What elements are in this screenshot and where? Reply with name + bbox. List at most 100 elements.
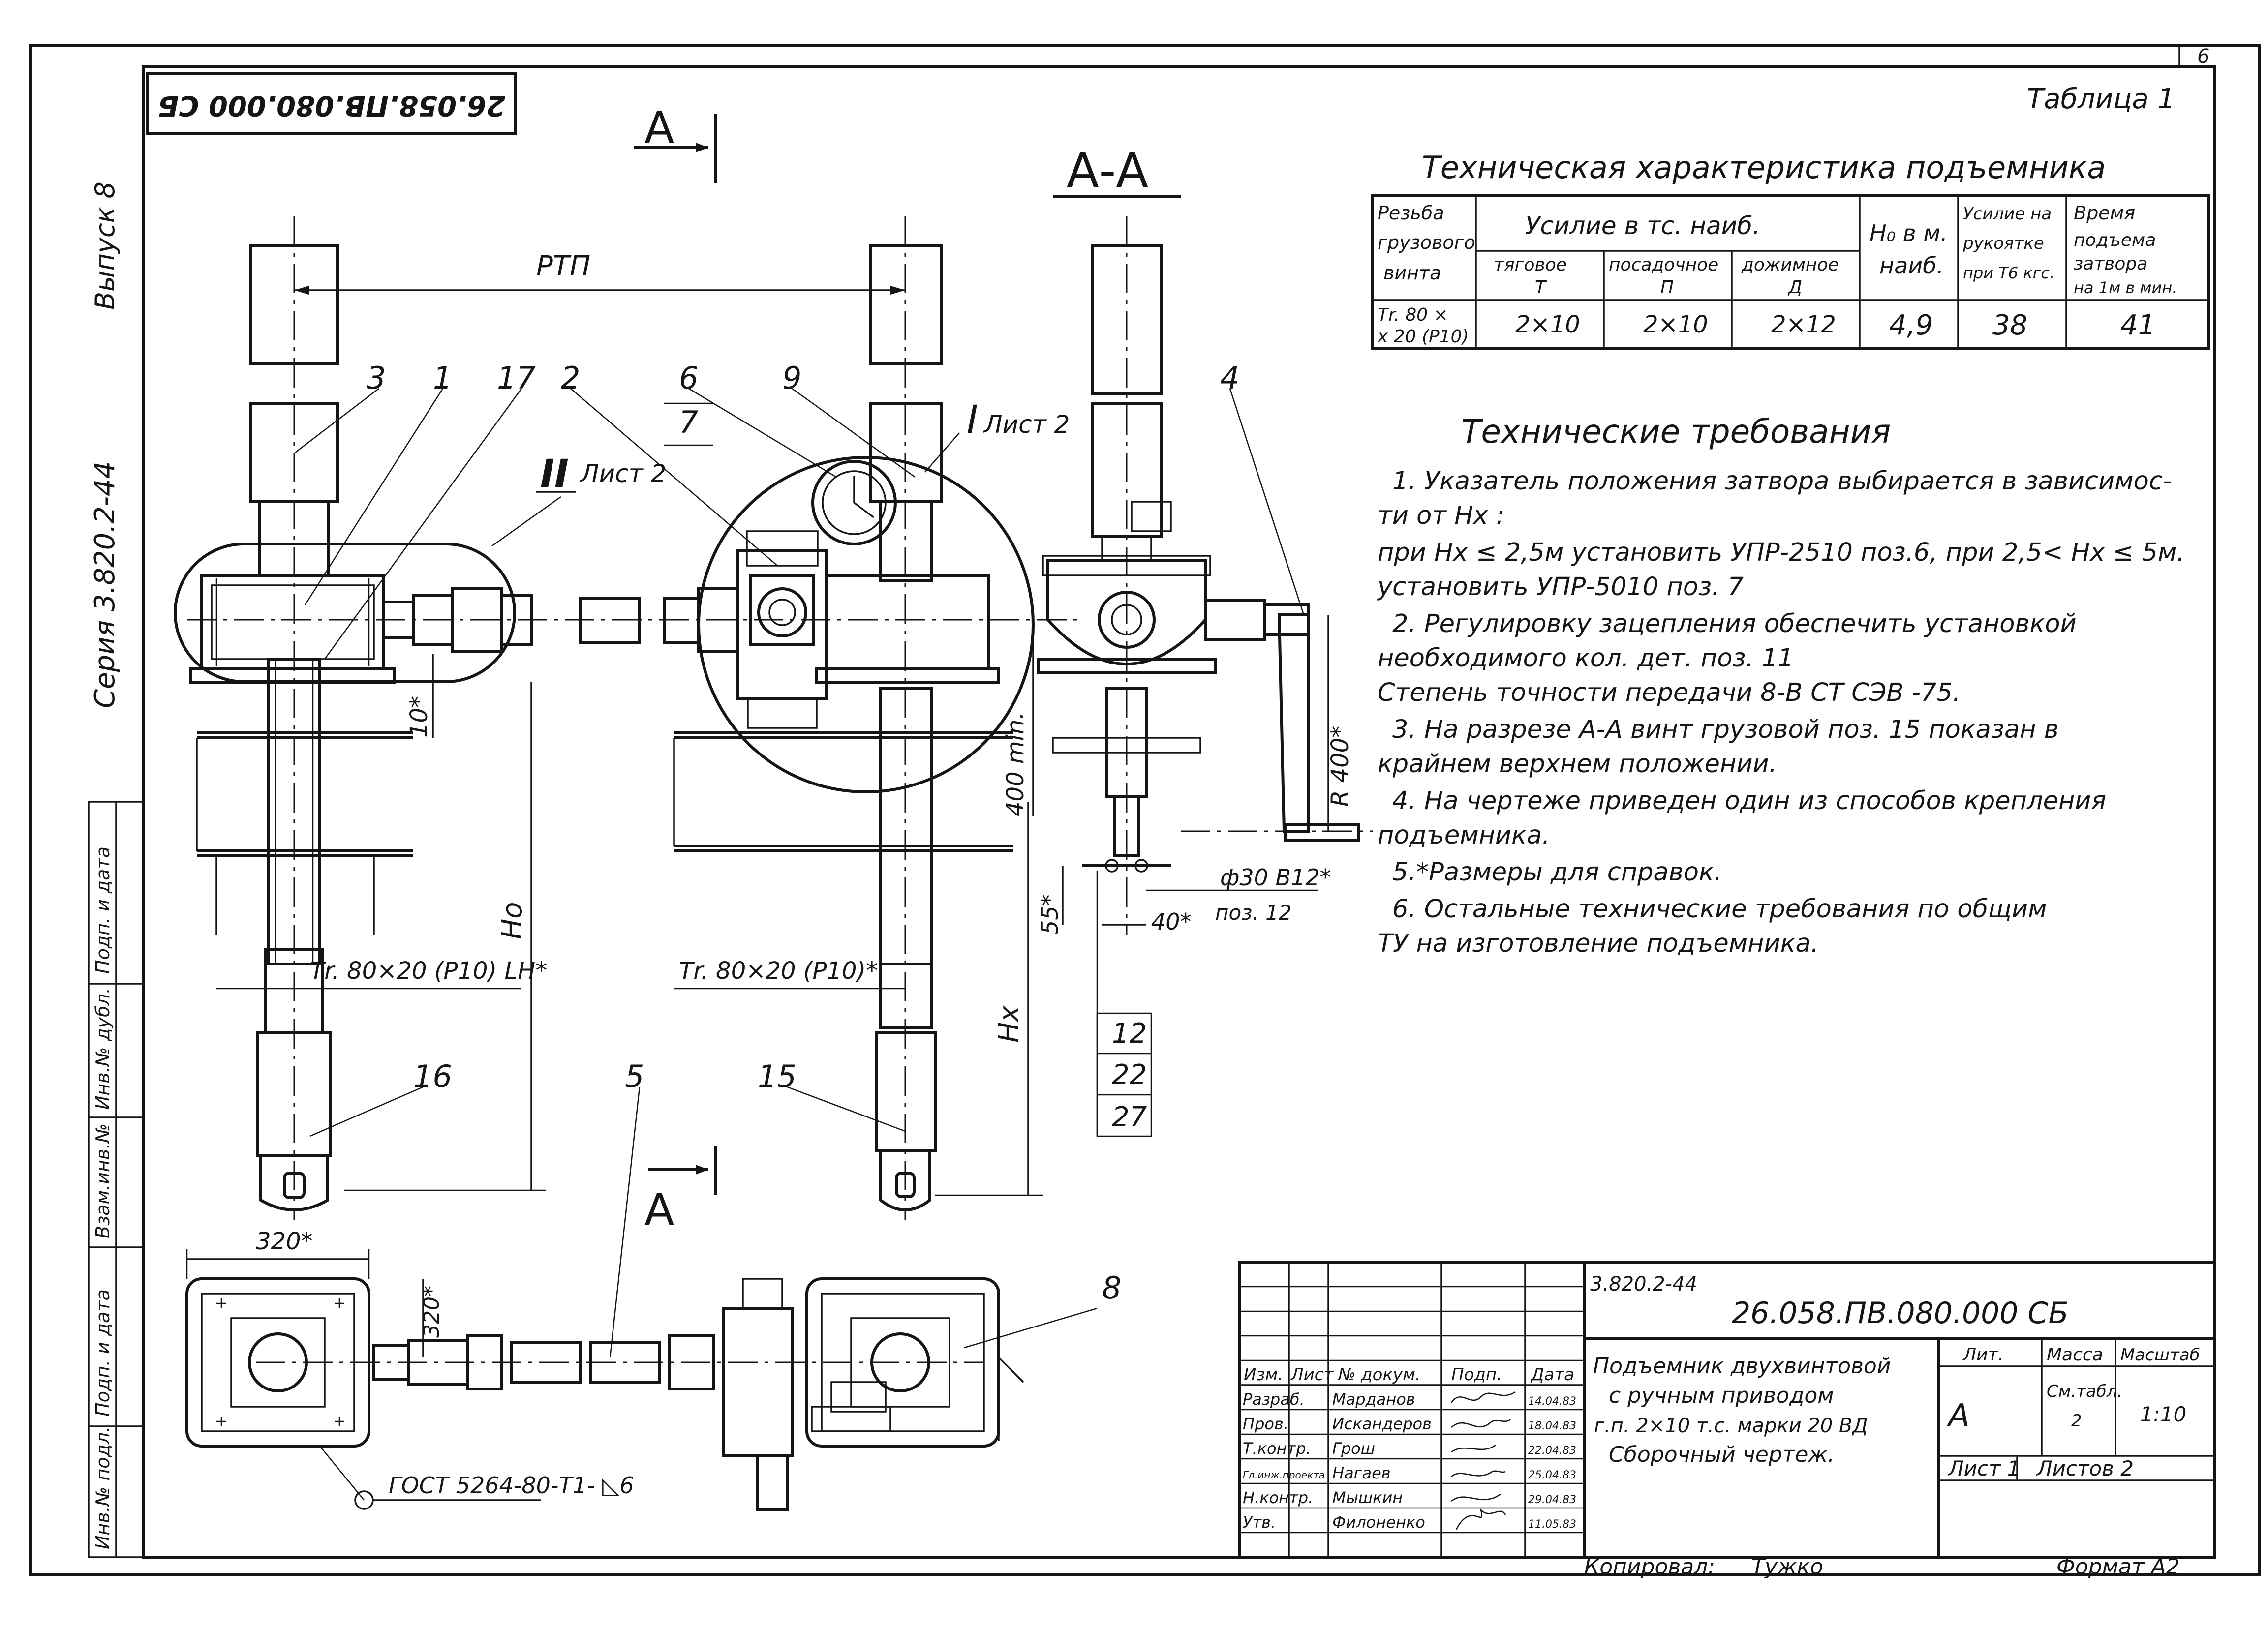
- pos-6: 6: [679, 360, 698, 396]
- dim-400: 400 min.: [1002, 712, 1029, 816]
- dimension-lines: [186, 286, 1329, 1510]
- req-line-9: крайнем верхнем положении.: [1378, 750, 1777, 779]
- section-view-title: А-А: [1067, 143, 1148, 198]
- row-thread-2: х 20 (Р10): [1377, 327, 1469, 347]
- section-letter-bottom: А: [644, 1184, 674, 1235]
- h-time-2: подъема: [2074, 230, 2156, 250]
- tb-h-doc: № докум.: [1337, 1365, 1421, 1385]
- strip-field-replace: Взам.инв.№: [92, 1123, 114, 1238]
- req-line-3: при Нх ≤ 2,5м установить УПР-2510 поз.6,…: [1378, 538, 2185, 567]
- tb-lit: А: [1946, 1398, 1970, 1434]
- drawing-labels: РТП 3 1 17 2 6 7 9 4 16 15 5 8 II Лист 2…: [256, 250, 1354, 1499]
- tb-name-2: Искандеров: [1332, 1415, 1432, 1433]
- drive-shaft: [174, 543, 1082, 683]
- dim-10: 10*: [405, 696, 433, 738]
- h-thread-1: Резьба: [1378, 202, 1444, 224]
- tb-scale: 1:10: [2140, 1402, 2186, 1426]
- req-line-10: 4. На чертеже приведен один из способов …: [1392, 786, 2106, 815]
- tb-mass-2: 2: [2071, 1411, 2082, 1431]
- tb-name-2-line: с ручным приводом: [1609, 1383, 1834, 1408]
- dim-h0: Но: [496, 902, 528, 939]
- tb-name-5: Мышкин: [1332, 1488, 1403, 1507]
- h-height-1: Н₀ в м.: [1870, 220, 1948, 246]
- copied-name: Тужко: [1751, 1554, 1823, 1579]
- h-press-1: дожимное: [1741, 255, 1839, 275]
- dim-phi30: ф30 В12*: [1220, 864, 1331, 891]
- weld-note: ГОСТ 5264-80-Т1- ◺6: [389, 1472, 634, 1499]
- sheet-number: 6: [2197, 45, 2209, 68]
- section-marker-top: А: [634, 102, 717, 183]
- tb-date-5: 29.04.83: [1528, 1494, 1576, 1506]
- tb-series: 3.820.2-44: [1590, 1273, 1697, 1296]
- pos-1: 1: [433, 360, 452, 396]
- tb-h-izm: Изм.: [1244, 1365, 1283, 1385]
- tb-role-1: Разраб.: [1243, 1390, 1305, 1409]
- rtp-label: РТП: [536, 250, 590, 282]
- tb-name-4: Нагаев: [1332, 1464, 1391, 1482]
- callout-1-sheet: Лист 2: [983, 410, 1070, 439]
- stamp-code: 26.058.ПВ.080.000 СБ: [158, 90, 506, 121]
- req-line-5: 2. Регулировку зацепления обеспечить уст…: [1392, 609, 2077, 638]
- dim-55: 55*: [1037, 894, 1063, 935]
- dim-hx: Нх: [993, 1005, 1025, 1043]
- req-title: Технические требования: [1461, 413, 1891, 451]
- stack-22: 22: [1112, 1059, 1147, 1091]
- h-pull-2: Т: [1535, 277, 1547, 298]
- h-force: Усилие в тс. наиб.: [1525, 211, 1760, 240]
- req-line-14: ТУ на изготовление подъемника.: [1378, 929, 1819, 958]
- h-time-1: Время: [2074, 202, 2135, 224]
- callout-2-num: II: [540, 452, 569, 496]
- dim-320-side: 320*: [419, 1286, 444, 1338]
- req-line-6: необходимого кол. дет. поз. 11: [1378, 644, 1794, 673]
- strip-field-sign-date-2: Подп. и дата: [92, 1289, 114, 1417]
- h-seat-2: П: [1660, 277, 1674, 298]
- tb-date-6: 11.05.83: [1528, 1518, 1576, 1531]
- tb-h-scale: Масштаб: [2120, 1345, 2200, 1365]
- tb-name-1-line: Подъемник двухвинтовой: [1593, 1354, 1891, 1379]
- tb-h-lit: Лит.: [1962, 1345, 2004, 1365]
- tb-date-2: 18.04.83: [1528, 1420, 1576, 1432]
- tb-h-list: Лист: [1290, 1365, 1334, 1385]
- h-handle-1: Усилие на: [1963, 204, 2052, 224]
- pos-16: 16: [413, 1058, 452, 1094]
- section-letter-top: А: [644, 102, 674, 153]
- row-thread-1: Тr. 80 ×: [1378, 305, 1448, 325]
- req-line-7: Степень точности передачи 8-В СТ СЭВ -75…: [1378, 678, 1961, 707]
- row-seat: 2×10: [1643, 311, 1708, 338]
- table-label: Таблица 1: [2027, 83, 2175, 115]
- h-press-2: Д: [1787, 277, 1802, 298]
- callout-1-num: I: [967, 398, 978, 442]
- pos-9: 9: [782, 360, 801, 396]
- technical-requirements: Технические требования 1. Указатель поло…: [1377, 413, 2185, 958]
- tb-h-sign: Подп.: [1451, 1365, 1502, 1385]
- strip-field-original: Инв.№ подл.: [92, 1426, 114, 1549]
- req-line-11: подъемника.: [1378, 821, 1550, 850]
- dim-320-top: 320*: [256, 1228, 313, 1255]
- pos-4: 4: [1220, 360, 1239, 396]
- tb-date-4: 25.04.83: [1528, 1469, 1576, 1481]
- tb-mass: См.табл.: [2047, 1382, 2122, 1401]
- strip-field-dup: Инв.№ дубл.: [92, 988, 114, 1110]
- tb-sheet: Лист 1: [1947, 1456, 2021, 1480]
- tb-role-2: Пров.: [1243, 1415, 1288, 1433]
- right-screw-assembly: [673, 216, 1035, 1220]
- callout-2-sheet: Лист 2: [580, 459, 666, 488]
- plan-view: [185, 1277, 1024, 1511]
- pos-2: 2: [561, 360, 580, 396]
- pos-17: 17: [497, 360, 536, 396]
- dim-r400: R 400*: [1326, 726, 1354, 807]
- row-press: 2×12: [1771, 311, 1836, 338]
- left-strip: Подп. и дата Инв.№ дубл. Взам.инв.№ Подп…: [88, 801, 145, 1558]
- h-thread-3: винта: [1383, 262, 1441, 284]
- spec-table: Таблица 1 Техническая характеристика под…: [1371, 83, 2210, 350]
- h-height-2: наиб.: [1879, 252, 1944, 279]
- pos-3: 3: [367, 360, 386, 396]
- section-view-label: А-А: [1053, 143, 1181, 198]
- title-block: Изм. Лист № докум. Подп. Дата Разраб. Ма…: [1238, 1261, 2216, 1559]
- h-handle-3: при Т6 кгс.: [1963, 264, 2054, 282]
- row-height: 4,9: [1889, 309, 1933, 341]
- format-label: Формат А2: [2056, 1554, 2180, 1579]
- pos-7: 7: [679, 404, 698, 440]
- row-pull: 2×10: [1515, 311, 1580, 338]
- req-line-1: 1. Указатель положения затвора выбираетс…: [1392, 467, 2172, 496]
